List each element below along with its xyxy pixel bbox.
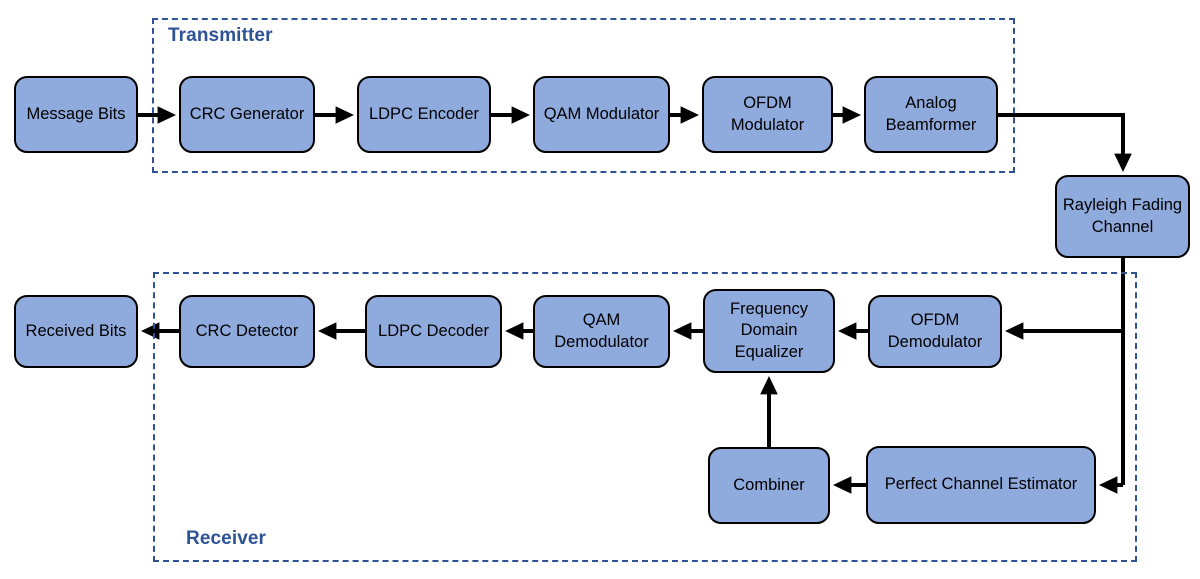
node-label-frequency-domain-equalizer: Frequency Domain Equalizer <box>730 300 808 361</box>
edge-analog-beamformer-to-rayleigh <box>998 113 1132 172</box>
node-received-bits[interactable]: Received Bits <box>14 295 138 368</box>
node-label-rayleigh-fading-channel: Rayleigh Fading Channel <box>1062 196 1183 236</box>
node-label-combiner: Combiner <box>733 475 805 494</box>
receiver-group-box <box>153 272 1137 562</box>
node-frequency-domain-equalizer[interactable]: Frequency Domain Equalizer <box>703 289 835 373</box>
node-rayleigh-fading-channel[interactable]: Rayleigh Fading Channel <box>1055 175 1190 258</box>
node-qam-modulator[interactable]: QAM Modulator <box>533 76 670 153</box>
node-label-crc-generator: CRC Generator <box>189 104 305 123</box>
node-ofdm-demodulator[interactable]: OFDM Demodulator <box>868 295 1002 368</box>
node-qam-demodulator[interactable]: QAM Demodulator <box>533 295 670 368</box>
node-ldpc-encoder[interactable]: LDPC Encoder <box>357 76 491 153</box>
node-label-ldpc-encoder: LDPC Encoder <box>368 104 480 123</box>
node-ofdm-modulator[interactable]: OFDM Modulator <box>702 76 833 153</box>
receiver-group-label: Receiver <box>186 528 267 549</box>
transmitter-group-label: Transmitter <box>168 25 273 46</box>
node-message-bits[interactable]: Message Bits <box>14 76 138 153</box>
node-ldpc-decoder[interactable]: LDPC Decoder <box>365 295 502 368</box>
node-label-perfect-channel-estimator: Perfect Channel Estimator <box>884 475 1078 494</box>
node-combiner[interactable]: Combiner <box>708 447 830 524</box>
transmitter-group-box <box>152 18 1015 173</box>
node-label-analog-beamformer: Analog Beamformer <box>885 94 977 134</box>
node-label-qam-modulator: QAM Modulator <box>543 104 660 123</box>
node-label-message-bits: Message Bits <box>26 104 126 123</box>
node-crc-detector[interactable]: CRC Detector <box>179 295 315 368</box>
node-label-qam-demodulator: QAM Demodulator <box>554 311 649 351</box>
node-perfect-channel-estimator[interactable]: Perfect Channel Estimator <box>866 446 1096 524</box>
node-crc-generator[interactable]: CRC Generator <box>179 76 315 153</box>
node-label-received-bits: Received Bits <box>25 321 127 340</box>
node-label-ofdm-demodulator: OFDM Demodulator <box>887 311 983 351</box>
node-label-ldpc-decoder: LDPC Decoder <box>378 321 489 340</box>
node-analog-beamformer[interactable]: Analog Beamformer <box>864 76 998 153</box>
node-label-crc-detector: CRC Detector <box>195 321 299 340</box>
node-label-ofdm-modulator: OFDM Modulator <box>730 94 805 134</box>
